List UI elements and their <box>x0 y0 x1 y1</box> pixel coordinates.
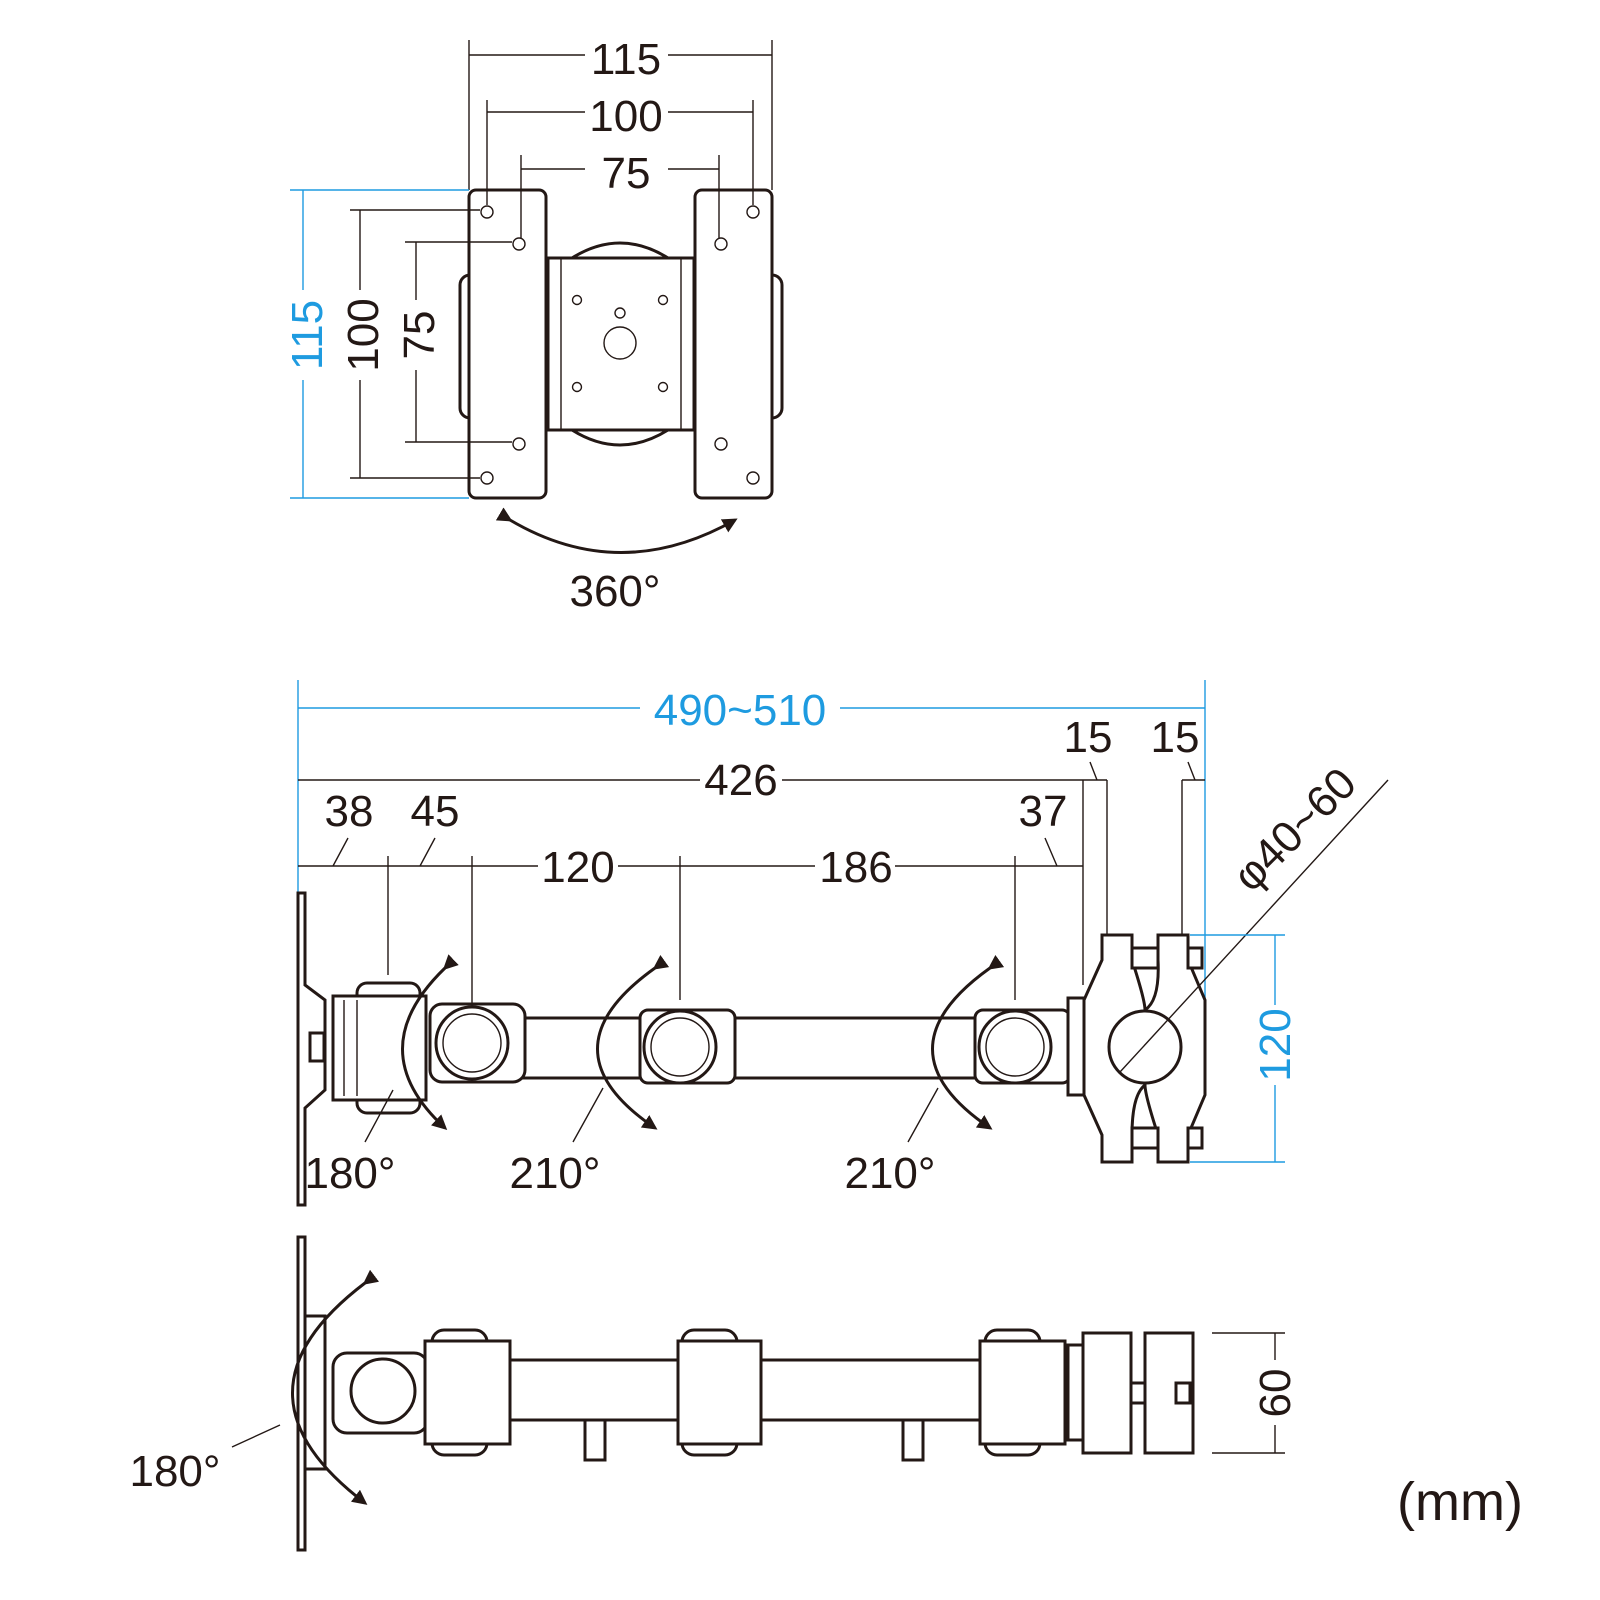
dim-120: 120 <box>541 843 614 892</box>
rotation-arrow-icon <box>495 507 738 554</box>
dim-height-115: 115 <box>283 300 332 370</box>
swivel2-angle-label: 210° <box>844 1149 935 1198</box>
unit-label: (mm) <box>1397 1472 1523 1532</box>
pole-diameter-label: φ40~60 <box>1224 759 1366 901</box>
bottom-view: 180° 60 <box>129 1235 1300 1552</box>
dim-clamp-height: 120 <box>1251 1008 1300 1081</box>
dim-45: 45 <box>411 787 460 836</box>
dimension-lines <box>350 40 773 479</box>
top-view: 115 100 75 115 100 75 360° <box>283 35 784 616</box>
tilt-arrow-icon <box>291 1269 380 1505</box>
tilt-arrow-icon <box>401 954 459 1131</box>
tilt-angle-label: 180° <box>304 1149 395 1198</box>
dim-top-100: 100 <box>589 92 662 141</box>
rotation-label: 360° <box>569 567 660 616</box>
dim-gap-15-right: 15 <box>1151 713 1200 762</box>
dim-186: 186 <box>819 843 892 892</box>
dim-height-100: 100 <box>339 298 388 371</box>
dim-height-75: 75 <box>395 311 444 360</box>
dim-total-length: 490~510 <box>654 686 827 735</box>
dim-38: 38 <box>325 787 374 836</box>
swivel1-angle-label: 210° <box>509 1149 600 1198</box>
dim-37: 37 <box>1019 787 1068 836</box>
dim-arm-length: 426 <box>704 756 777 805</box>
dim-top-75: 75 <box>602 149 651 198</box>
swivel-arrow-icon <box>931 954 1005 1130</box>
dim-top-115: 115 <box>591 35 661 84</box>
dim-clamp-depth: 60 <box>1251 1369 1300 1418</box>
bottom-tilt-angle-label: 180° <box>129 1447 220 1496</box>
dim-gap-15-left: 15 <box>1064 713 1113 762</box>
side-view: 490~510 426 15 15 38 45 120 186 37 φ40~6… <box>296 680 1389 1207</box>
swivel-arrow-icon <box>596 954 670 1130</box>
